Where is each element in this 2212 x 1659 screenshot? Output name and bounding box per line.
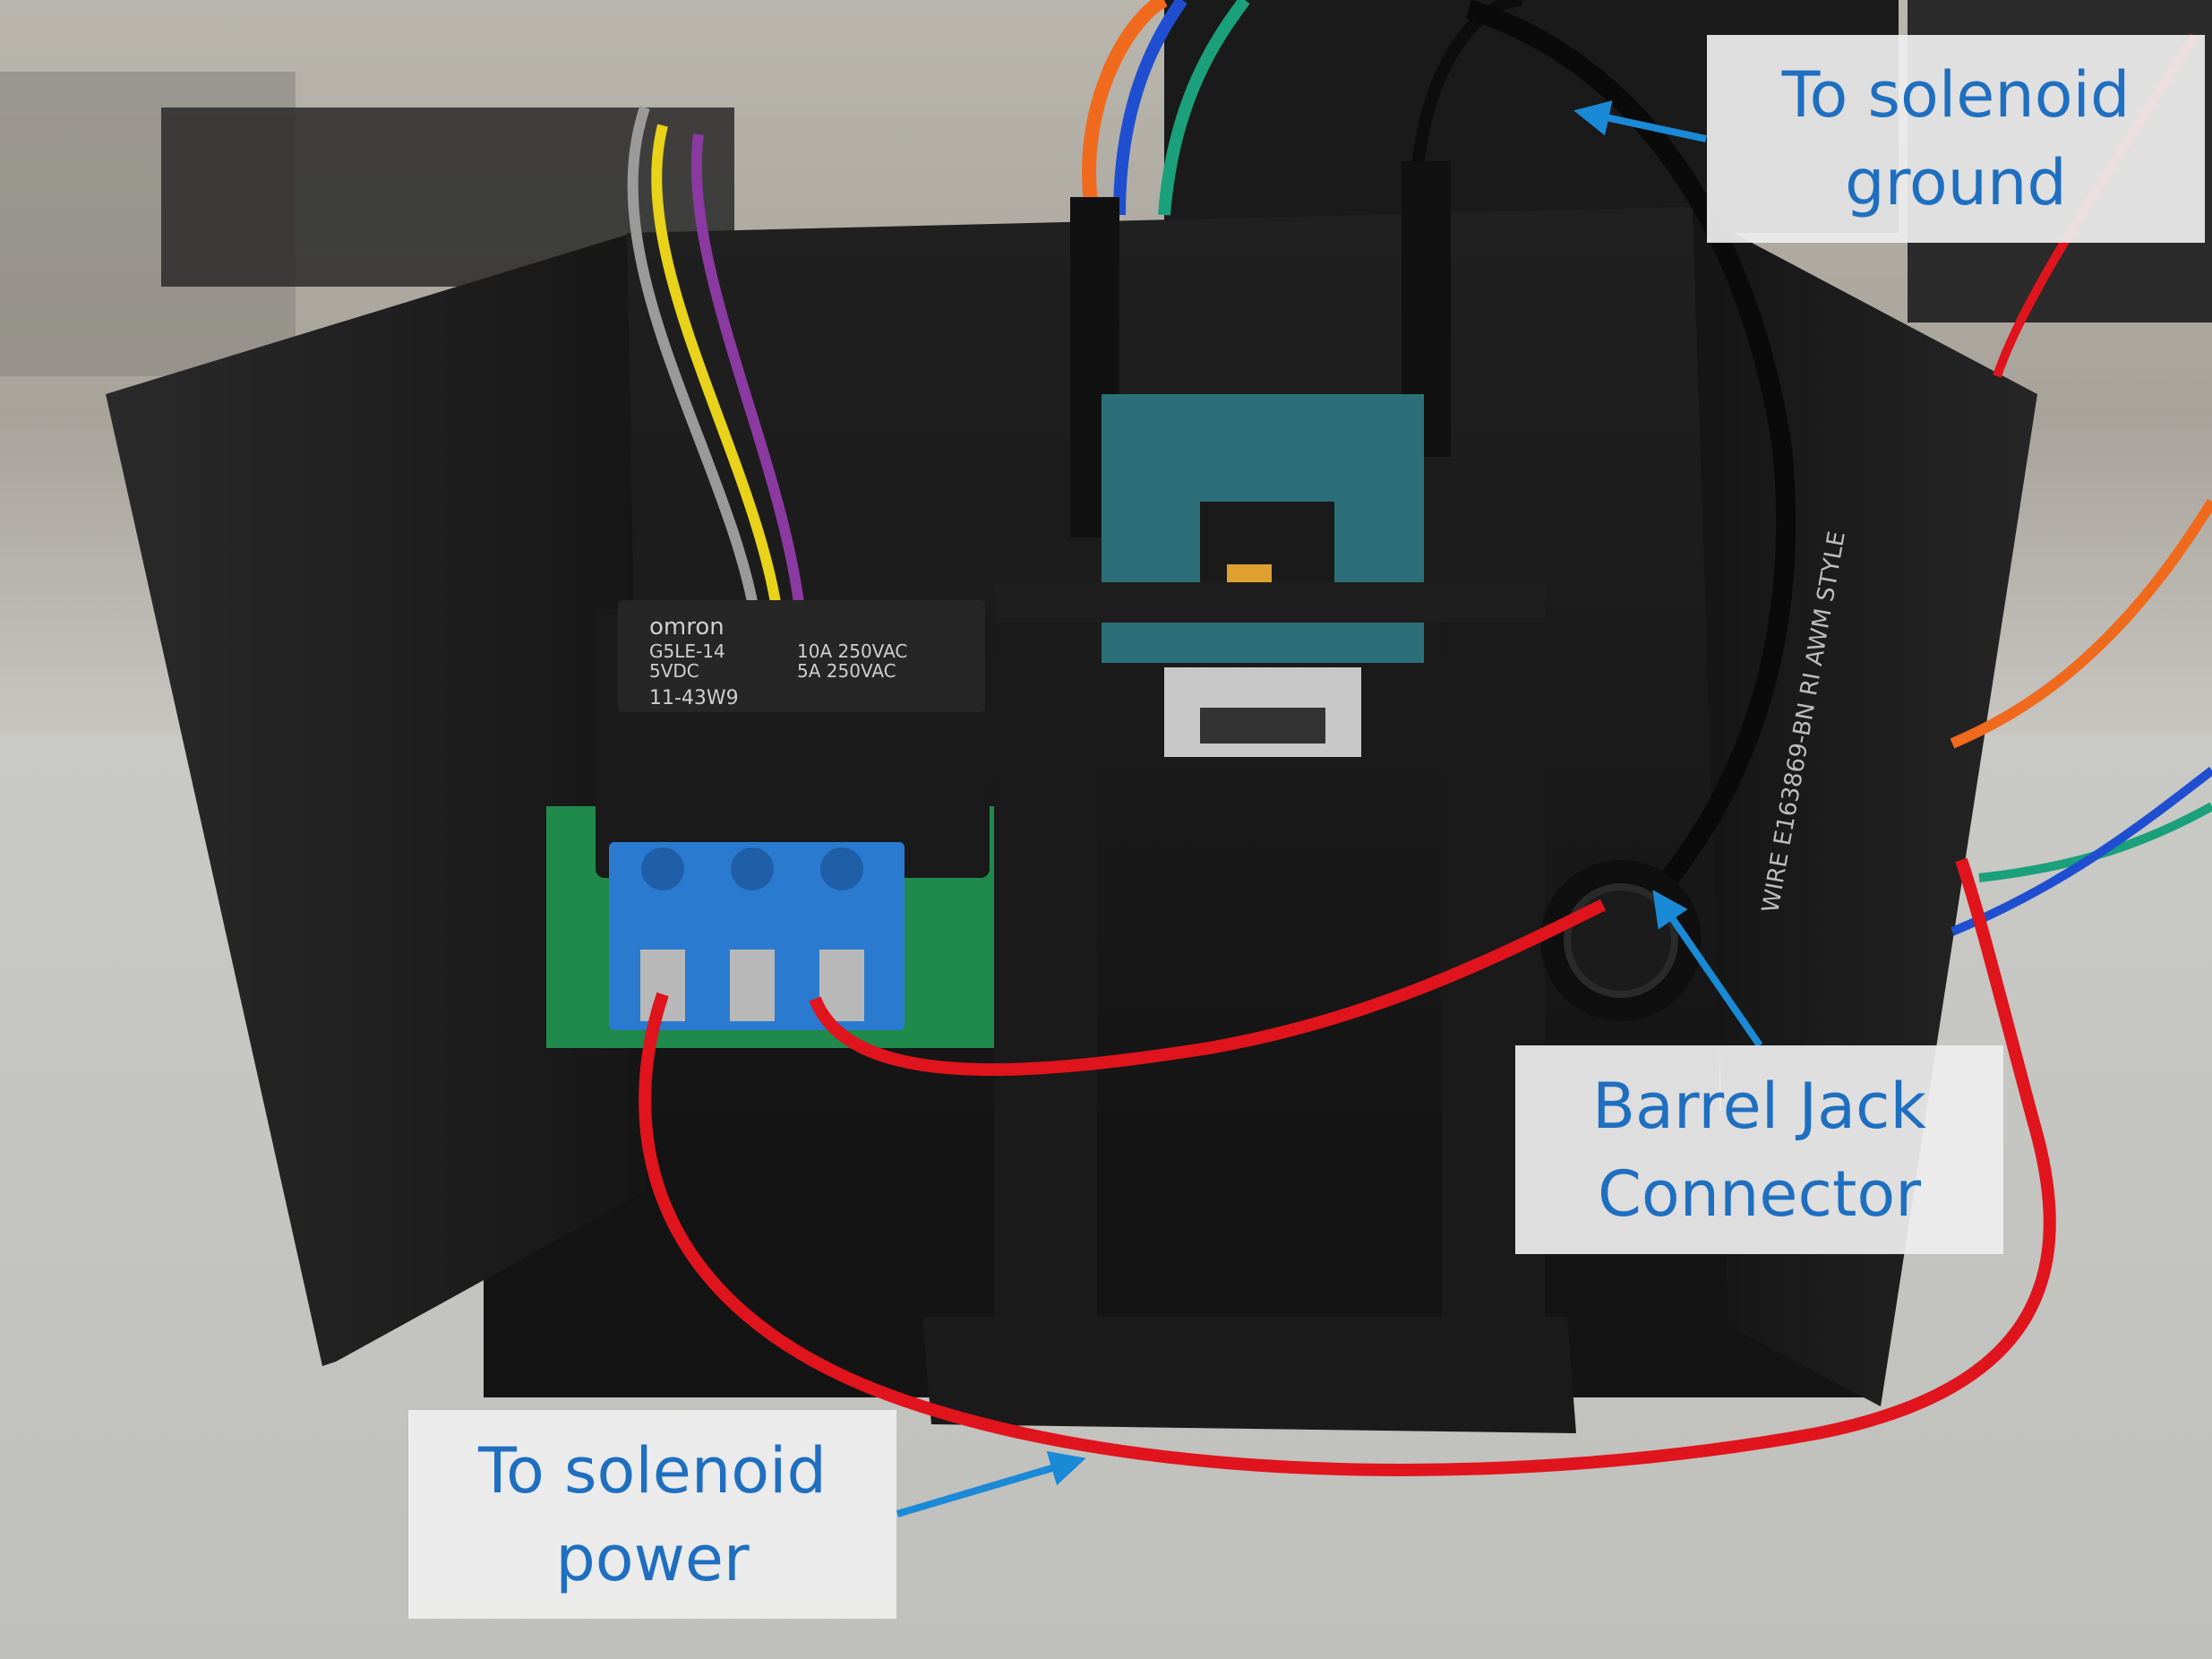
callout-solenoid-ground-line-2: ground xyxy=(1845,146,2067,219)
enclosure-base-front xyxy=(922,1317,1576,1433)
arrow-barrel-jack xyxy=(1652,890,1763,1048)
callout-solenoid-power: To solenoid power xyxy=(408,1410,896,1619)
standoff-crossbar xyxy=(994,582,1545,623)
wire-orange-back xyxy=(1082,0,1169,217)
callout-solenoid-ground-line-1: To solenoid xyxy=(1781,58,2131,132)
wire-purple xyxy=(690,133,807,628)
terminal-slot-2 xyxy=(730,950,775,1021)
arrow-solenoid-ground xyxy=(1573,100,1707,142)
callout-barrel-jack: Barrel Jack Connector xyxy=(1515,1045,2003,1254)
standoff-post-left xyxy=(994,582,1097,1317)
callout-solenoid-power-line-2: power xyxy=(555,1521,750,1595)
wire-blue-back xyxy=(1113,0,1187,216)
wire-gray xyxy=(627,106,762,628)
terminal-screw-2 xyxy=(731,847,774,890)
relay-rating2-text: 5A 250VAC xyxy=(797,660,896,682)
arrow-solenoid-power xyxy=(896,1450,1086,1517)
wire-red-to-barrel xyxy=(809,898,1607,1077)
callout-barrel-jack-line-2: Connector xyxy=(1597,1156,1922,1231)
wire-red-power-loop xyxy=(639,857,2056,1476)
callout-solenoid-ground: To solenoid ground xyxy=(1707,35,2205,243)
relay-brand-text: omron xyxy=(649,614,724,640)
callout-solenoid-power-line-1: To solenoid xyxy=(478,1433,827,1508)
wire-green-back xyxy=(1158,0,1250,216)
enclosure-left-panel xyxy=(106,235,645,1366)
terminal-screw-3 xyxy=(820,847,863,890)
terminal-screw-1 xyxy=(641,847,684,890)
wire-blue-right xyxy=(1951,767,2212,936)
arduino-usb-opening xyxy=(1200,708,1325,744)
relay-rating1-text: 10A 250VAC xyxy=(797,640,907,662)
wire-ground-cable xyxy=(1465,0,1796,949)
callout-barrel-jack-line-1: Barrel Jack xyxy=(1591,1069,1927,1143)
wire-orange-right xyxy=(1950,498,2212,749)
relay-model-text: G5LE-14 xyxy=(649,640,725,662)
wire-yellow xyxy=(651,124,784,628)
relay-voltage-text: 5VDC xyxy=(649,660,699,682)
relay-code-text: 11-43W9 xyxy=(649,687,739,709)
relay-top xyxy=(618,600,985,712)
